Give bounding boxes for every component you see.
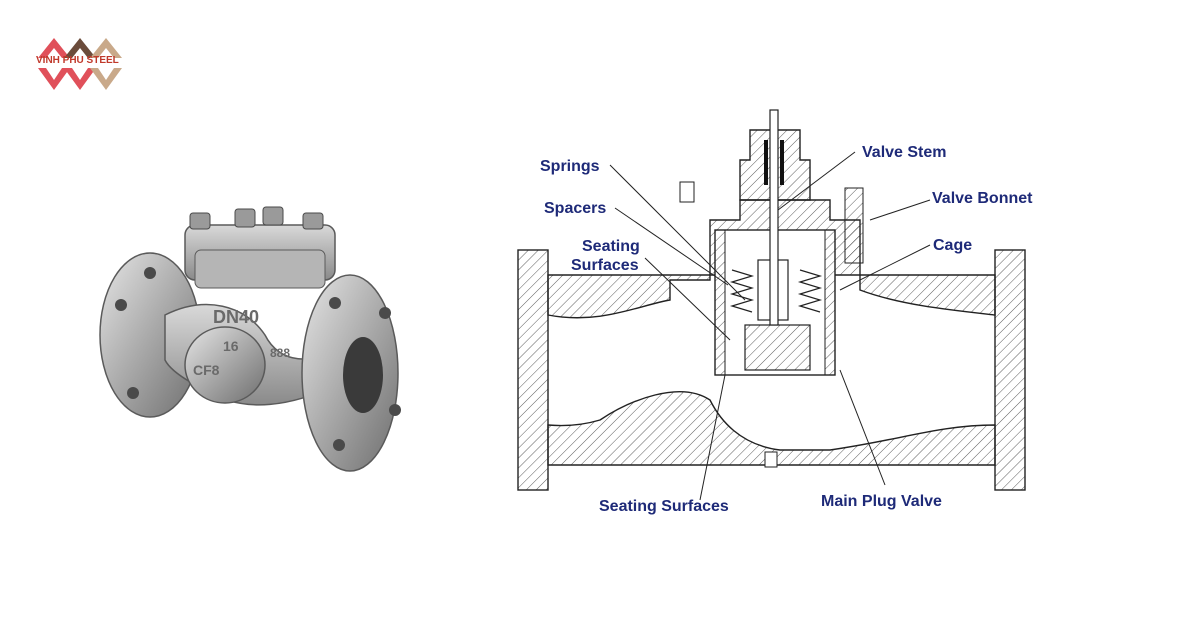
vinh-phu-steel-logo — [38, 38, 122, 90]
label-seating-2: Surfaces — [571, 257, 639, 274]
marking-16: 16 — [223, 338, 239, 354]
label-seating-1: Seating — [582, 238, 640, 255]
label-spacers: Spacers — [544, 200, 607, 217]
valve-photo: DN40 16 CF8 888 — [99, 206, 401, 472]
logo-mark — [38, 38, 122, 90]
label-valve-stem: Valve Stem — [862, 144, 947, 161]
label-seating-surfaces-bottom: Seating Surfaces — [599, 498, 729, 515]
valve-cross-section-diagram — [517, 109, 1026, 501]
label-main-plug-valve: Main Plug Valve — [821, 493, 942, 510]
marking-dn40: DN40 — [213, 307, 259, 327]
label-springs: Springs — [540, 158, 600, 175]
label-valve-bonnet: Valve Bonnet — [932, 190, 1033, 207]
marking-cf8: CF8 — [193, 362, 220, 378]
label-cage: Cage — [933, 237, 973, 254]
marking-888: 888 — [270, 346, 290, 360]
logo-text: VINH PHU STEEL — [36, 55, 119, 66]
